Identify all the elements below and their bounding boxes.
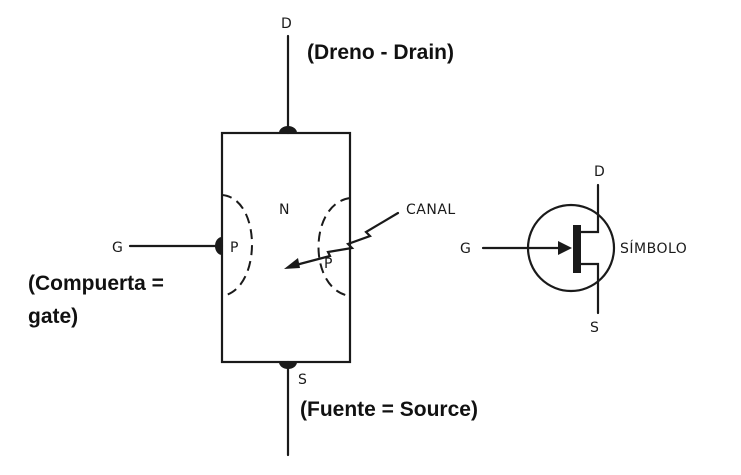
jfet-body <box>220 131 352 364</box>
symbol-drain-line <box>579 183 600 234</box>
jfet-structure <box>128 34 400 457</box>
p-region-left <box>221 194 253 297</box>
symbol-gate-label: G <box>460 241 471 257</box>
drain-annotation: (Dreno - Drain) <box>307 41 454 64</box>
channel-label: CANAL <box>406 202 456 218</box>
channel-arrow <box>290 211 400 268</box>
source-annotation: (Fuente = Source) <box>300 398 478 421</box>
gate-contact <box>215 237 222 255</box>
p-region-right <box>317 197 351 297</box>
gate-annotation-line1: (Compuerta = <box>28 272 164 295</box>
channel-arrowhead <box>284 258 300 269</box>
gate-terminal-label: G <box>112 240 123 256</box>
gate-annotation-line2: gate) <box>28 305 78 328</box>
symbol-source-line <box>579 262 600 315</box>
symbol-gate-arrowhead <box>558 241 572 255</box>
p-region-left-label: P <box>230 240 239 256</box>
jfet-symbol <box>481 183 616 315</box>
source-terminal-label: S <box>298 372 307 388</box>
symbol-source-label: S <box>590 320 599 336</box>
symbol-drain-label: D <box>594 164 605 180</box>
drain-contact <box>279 126 297 133</box>
drain-terminal-label: D <box>281 16 292 32</box>
p-region-right-label: P <box>324 256 333 272</box>
symbol-channel-bar <box>573 225 581 273</box>
n-region-label: N <box>279 202 290 218</box>
source-contact <box>279 362 297 369</box>
symbol-title-label: SÍMBOLO <box>620 240 687 257</box>
